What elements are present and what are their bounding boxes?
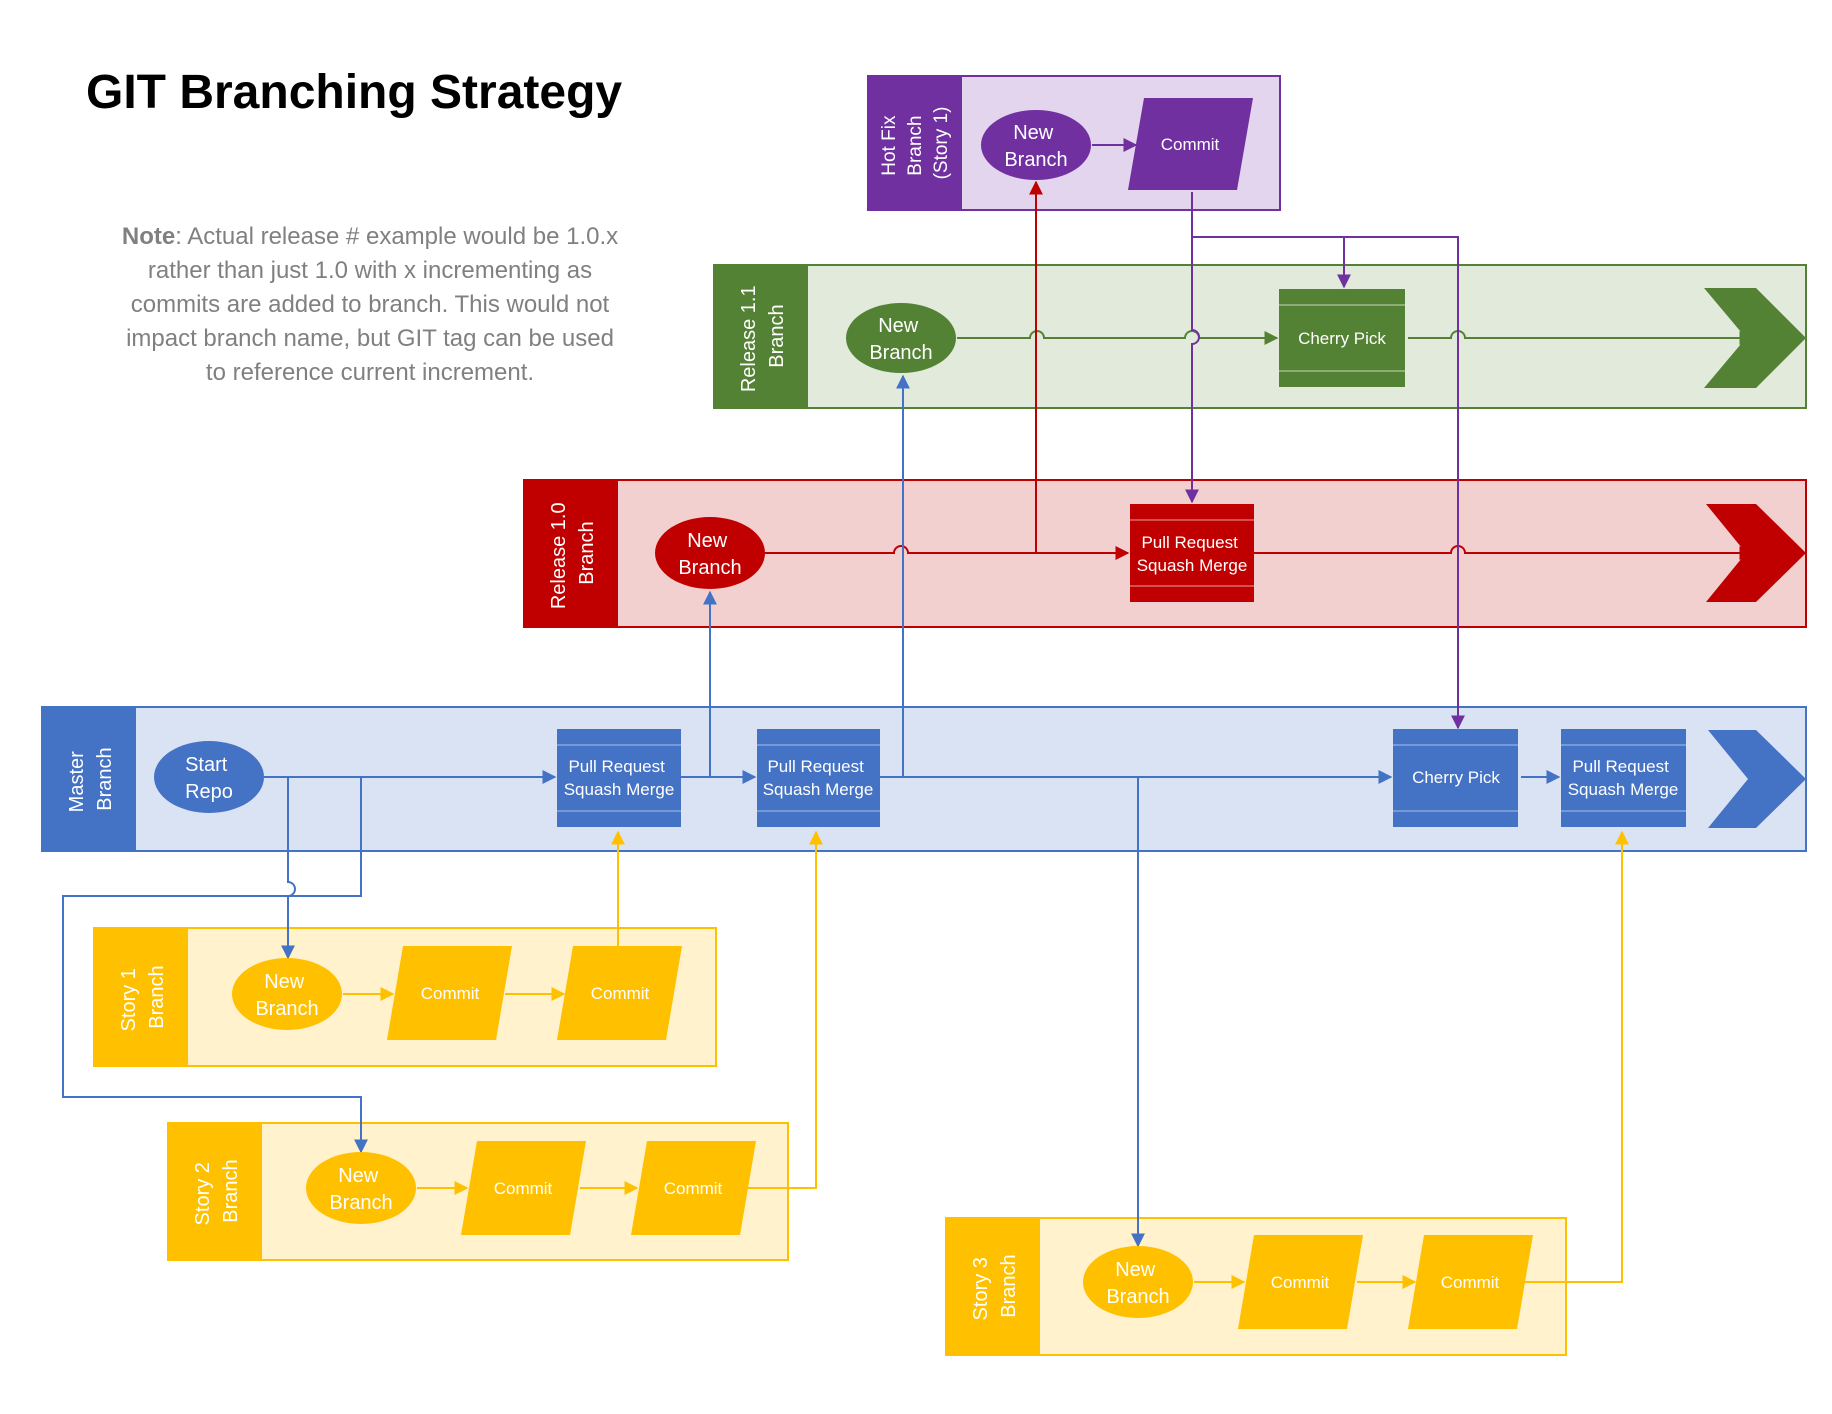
svg-text:Pull Request Squash Merg: Pull Request Squash Merge [1137,533,1248,575]
svg-text:Cherry Pick: Cherry Pick [1298,329,1386,348]
lane-release-1-1-label: Release 1.1 Branch [738,280,788,392]
r10-new-branch-node: New Branch [655,517,765,589]
hotfix-new-branch-node: New Branch [981,110,1091,180]
master-pr2-node: Pull Request Squash Merge [757,729,880,827]
release-note: Note: Actual release # example would be … [122,223,618,386]
s2-commit-2-node: Commit [631,1141,756,1235]
master-cherry-pick-node: Cherry Pick [1393,729,1518,827]
s1-commit-1-node: Commit [387,946,512,1040]
lane-story-3-label: Story 3 Branch [970,1252,1020,1321]
s3-new-branch-node: New Branch [1083,1246,1193,1318]
edge-r10-new-to-pr [765,545,1130,560]
edge-master-to-story2 [62,777,368,1154]
lane-master-label: Master Branch [66,746,116,813]
svg-text:Cherry Pick: Cherry Pick [1412,768,1500,787]
edge-hotfix-to-r10 [1185,192,1200,504]
svg-text:Pull Request Squash Merg: Pull Request Squash Merge [564,757,675,799]
page-title: GIT Branching Strategy [86,66,622,119]
s2-commit-1-node: Commit [461,1141,586,1235]
svg-text:Start Repo: Start Repo [185,754,233,803]
svg-text:Commit: Commit [1271,1273,1330,1292]
note-line-5: to reference current increment. [206,359,534,386]
note-line-1: : Actual release # example would be 1.0.… [175,223,618,250]
release-1-0-continue-chevron [1706,504,1806,602]
svg-text:Pull Request Squash Merg: Pull Request Squash Merge [1568,757,1679,799]
lane-hotfix-label: Hot Fix Branch (Story 1) [879,107,952,180]
master-pr3-node: Pull Request Squash Merge [1561,729,1686,827]
edge-s2-to-master-pr2 [740,830,823,1189]
svg-text:Commit: Commit [664,1179,723,1198]
svg-text:New Branch: New Branch [255,971,318,1020]
lane-story-2-label: Story 2 Branch [192,1157,242,1226]
svg-text:Commit: Commit [1441,1273,1500,1292]
master-start-repo-node: Start Repo [154,741,264,813]
svg-text:Commit: Commit [494,1179,553,1198]
release-1-1-continue-chevron [1704,288,1806,388]
master-continue-chevron [1708,730,1806,828]
svg-text:Commit: Commit [421,984,480,1003]
s3-commit-1-node: Commit [1238,1235,1363,1329]
svg-text:Commit: Commit [591,984,650,1003]
svg-text:Commit: Commit [1161,135,1220,154]
edge-hotfix-to-master-cherry [1344,236,1465,730]
connectors [62,138,1754,1289]
svg-text:Pull Request Squash Merg: Pull Request Squash Merge [763,757,874,799]
s1-commit-2-node: Commit [557,946,682,1040]
svg-text:Note: Actual release # example: Note: Actual release # example would be … [122,223,618,250]
svg-text:New Branch: New Branch [329,1165,392,1214]
hotfix-commit-node: Commit [1128,98,1253,190]
note-line-2: rather than just 1.0 with x incrementing… [148,257,592,284]
s1-new-branch-node: New Branch [232,958,342,1030]
lane-master: Master Branch [41,706,1807,852]
svg-text:New Branch: New Branch [678,530,741,579]
note-line-3: commits are added to branch. This would … [131,291,610,318]
note-line-4: impact branch name, but GIT tag can be u… [126,325,614,352]
r10-pull-request-node: Pull Request Squash Merge [1130,504,1254,602]
lane-story-1-label: Story 1 Branch [118,963,168,1032]
svg-text:New Branch: New Branch [869,315,932,364]
svg-text:New Branch: New Branch [1004,122,1067,171]
r11-cherry-pick-node: Cherry Pick [1279,289,1405,387]
lane-release-1-0-label: Release 1.0 Branch [548,497,598,609]
svg-text:New Branch: New Branch [1106,1259,1169,1308]
s3-commit-2-node: Commit [1408,1235,1533,1329]
s2-new-branch-node: New Branch [306,1152,416,1224]
r11-new-branch-node: New Branch [846,303,956,373]
master-pr1-node: Pull Request Squash Merge [557,729,681,827]
note-bold: Note [122,223,175,250]
edge-s3-to-master-pr3 [1519,830,1629,1283]
